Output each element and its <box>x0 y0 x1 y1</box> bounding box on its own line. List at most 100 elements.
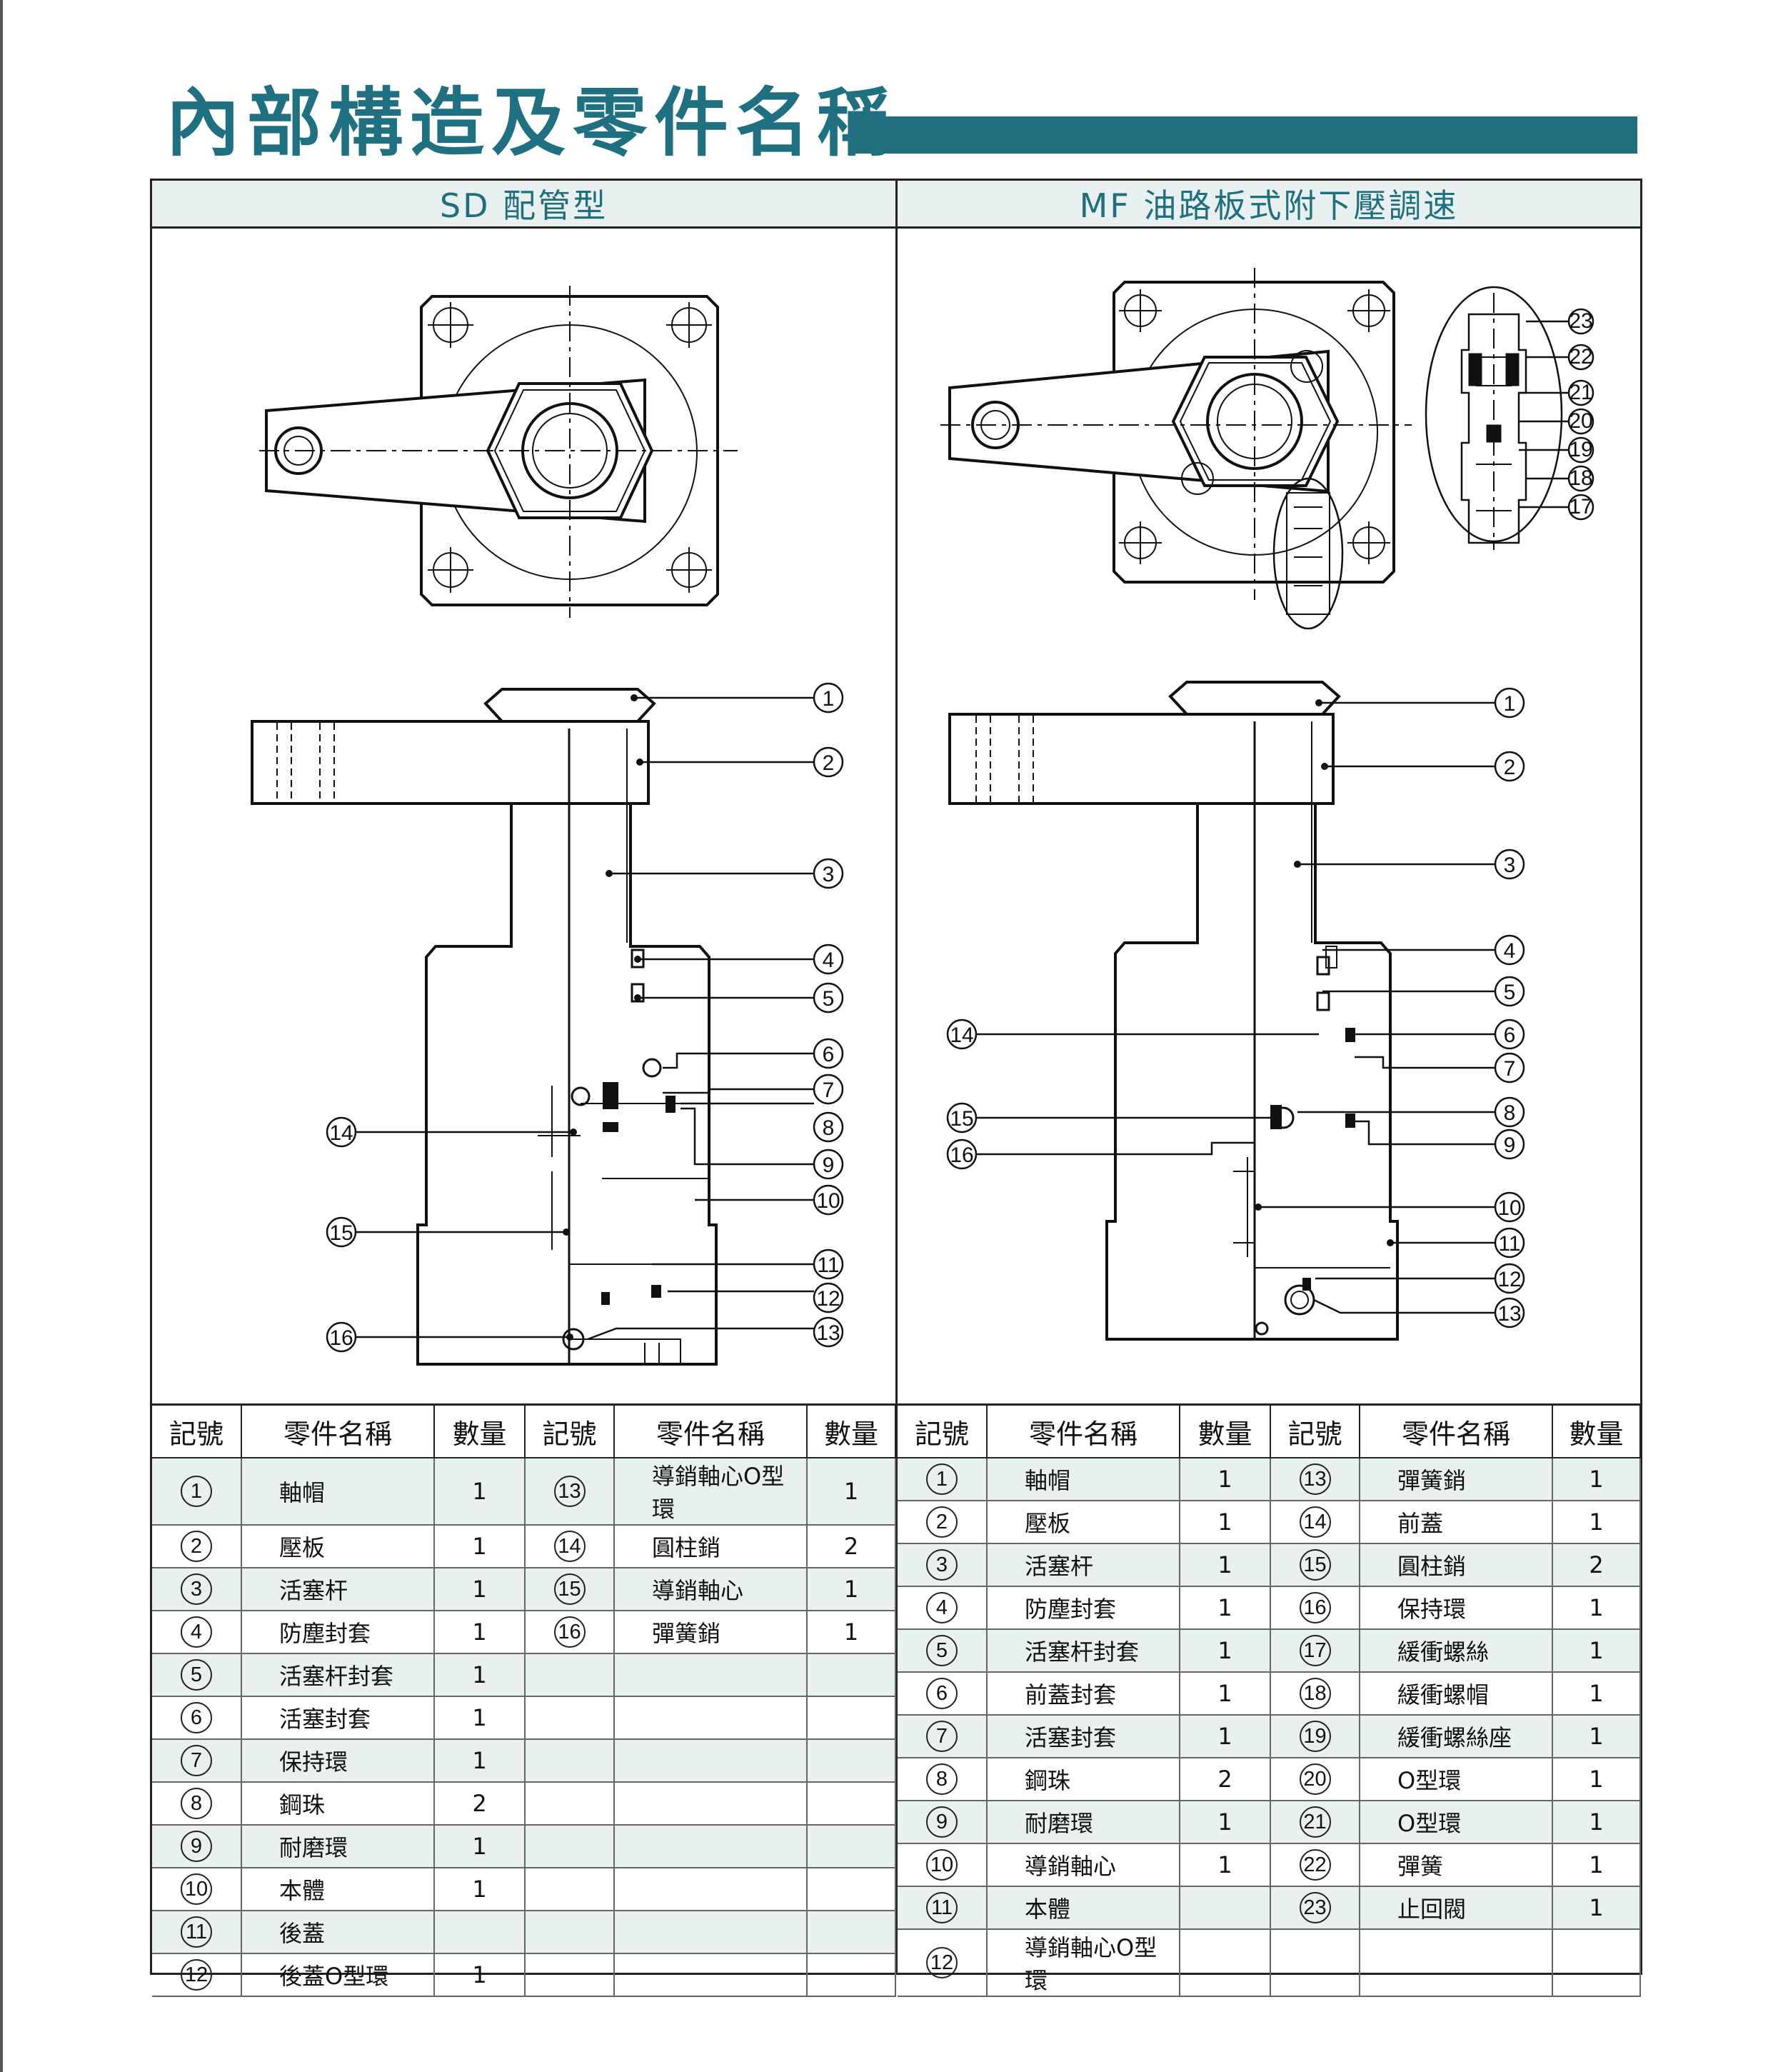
sd-callout-9: 9 <box>823 1153 835 1177</box>
sd-callout-6: 6 <box>823 1043 835 1066</box>
mf-callout-18: 18 <box>1569 466 1592 490</box>
part-name <box>614 1696 808 1740</box>
mf-callout-13: 13 <box>1497 1302 1521 1326</box>
part-number: 11 <box>181 1916 212 1948</box>
sd-callouts: 1 2 3 4 5 6 7 8 9 10 11 12 13 14 15 16 <box>326 682 844 1353</box>
part-quantity: 1 <box>807 1611 896 1654</box>
part-quantity <box>1180 1929 1271 1997</box>
part-number: 5 <box>181 1659 212 1691</box>
mf-callout-15: 15 <box>950 1107 973 1131</box>
part-name: 導銷軸心 <box>614 1568 808 1611</box>
part-number-cell: 15 <box>1270 1543 1360 1587</box>
part-name: 保持環 <box>1360 1586 1553 1630</box>
part-name: 導銷軸心O型環 <box>987 1929 1180 1997</box>
part-quantity <box>807 1825 896 1868</box>
part-number <box>556 1701 584 1729</box>
part-number <box>556 1958 584 1986</box>
sd-callout-3: 3 <box>823 863 835 886</box>
part-number: 6 <box>181 1702 212 1733</box>
part-number-cell <box>525 1953 615 1997</box>
column-header: 數量 <box>434 1403 526 1458</box>
part-number-cell <box>525 1653 615 1697</box>
part-number-cell: 22 <box>1270 1843 1360 1887</box>
part-quantity: 1 <box>1180 1586 1271 1630</box>
part-name: 活塞杆 <box>241 1568 435 1611</box>
part-number: 4 <box>181 1616 212 1648</box>
part-number-cell: 14 <box>1270 1501 1360 1544</box>
mf-callout-17: 17 <box>1569 495 1592 519</box>
part-quantity <box>807 1868 896 1911</box>
part-number: 3 <box>181 1573 212 1605</box>
mf-callout-19: 19 <box>1569 438 1592 461</box>
part-name: 活塞封套 <box>987 1715 1180 1758</box>
page-title: 內部構造及零件名稱 <box>166 79 899 166</box>
part-number-cell: 10 <box>152 1868 242 1911</box>
part-number-cell: 21 <box>1270 1801 1360 1844</box>
part-name: 軸帽 <box>987 1458 1180 1501</box>
part-number: 2 <box>926 1506 958 1538</box>
part-quantity <box>807 1696 896 1740</box>
part-name: 後蓋 <box>241 1911 435 1954</box>
column-header: 數量 <box>1180 1403 1271 1458</box>
sd-callout-11: 11 <box>817 1253 839 1277</box>
page-left-edge <box>0 0 3 2072</box>
part-number-cell: 20 <box>1270 1758 1360 1801</box>
part-number-cell: 17 <box>1270 1629 1360 1673</box>
part-name: 壓板 <box>241 1525 435 1568</box>
part-number-cell <box>1270 1929 1360 1997</box>
part-name: 軸帽 <box>241 1458 435 1526</box>
part-quantity: 1 <box>1180 1672 1271 1716</box>
part-name: 導銷軸心 <box>987 1843 1180 1887</box>
part-number-cell: 7 <box>152 1739 242 1783</box>
part-name: 前蓋封套 <box>987 1672 1180 1716</box>
part-name <box>1360 1929 1553 1997</box>
part-quantity: 1 <box>1552 1458 1641 1501</box>
part-name: 後蓋O型環 <box>241 1953 435 1997</box>
part-number-cell: 2 <box>898 1501 988 1544</box>
mf-callout-8: 8 <box>1504 1101 1516 1125</box>
part-number: 13 <box>553 1476 586 1507</box>
part-number: 15 <box>553 1573 586 1605</box>
part-number-cell: 1 <box>152 1458 242 1526</box>
mf-callout-4: 4 <box>1504 939 1516 963</box>
part-number: 12 <box>181 1959 212 1991</box>
part-name <box>614 1739 808 1783</box>
table-row: 12 導銷軸心O型環 <box>898 1929 1641 1997</box>
part-number <box>556 1915 584 1943</box>
part-number-cell: 8 <box>898 1758 988 1801</box>
sd-centerlines <box>259 286 738 618</box>
part-number: 6 <box>926 1678 958 1709</box>
part-quantity: 1 <box>1180 1801 1271 1844</box>
part-name: 圓柱銷 <box>1360 1543 1553 1587</box>
sd-callout-4: 4 <box>823 949 835 972</box>
mf-centerlines <box>940 268 1495 600</box>
part-number: 17 <box>1299 1635 1331 1666</box>
column-header: 零件名稱 <box>241 1403 435 1458</box>
part-number: 12 <box>926 1947 958 1978</box>
part-number-cell: 10 <box>898 1843 988 1887</box>
part-number-cell: 3 <box>152 1568 242 1611</box>
part-quantity: 1 <box>1552 1758 1641 1801</box>
part-number: 19 <box>1299 1721 1331 1752</box>
part-number <box>556 1658 584 1686</box>
sd-callout-5: 5 <box>823 987 835 1011</box>
part-number: 8 <box>926 1763 958 1795</box>
part-number-cell <box>525 1825 615 1868</box>
mf-callout-22: 22 <box>1569 345 1592 369</box>
part-number-cell: 7 <box>898 1715 988 1758</box>
sd-callout-16: 16 <box>329 1326 353 1350</box>
part-number: 10 <box>181 1873 212 1905</box>
part-name: 防塵封套 <box>241 1611 435 1654</box>
part-quantity: 1 <box>1552 1843 1641 1887</box>
sd-callout-2: 2 <box>823 751 835 775</box>
